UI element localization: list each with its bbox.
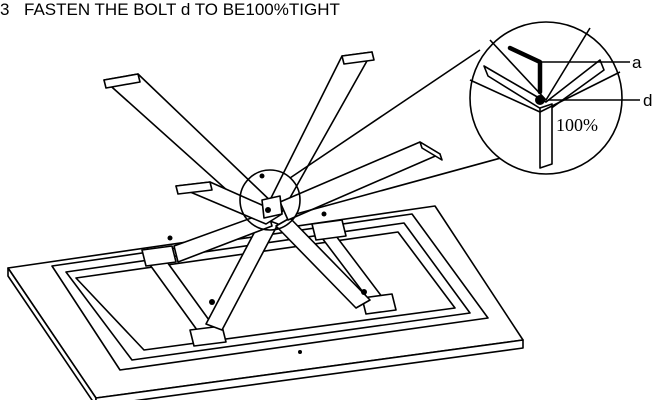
leg-upper-right [279, 141, 443, 221]
zoom-circle [239, 169, 301, 231]
instruction-text: FASTEN THE BOLT d TO BE100%TIGHT [24, 0, 340, 19]
callout-lines [289, 49, 531, 215]
small-bolts [167, 173, 367, 354]
leg-lower-left-2 [173, 211, 273, 263]
leg-lower-left [205, 217, 279, 331]
label-d: d [643, 91, 652, 110]
hub-connector [261, 195, 283, 219]
bracket-left-top [141, 245, 177, 267]
bracket-left-bottom [189, 325, 227, 347]
bracket-right-top [311, 219, 347, 241]
bracket-right-bottom [361, 293, 397, 315]
tightness-label: 100% [556, 115, 598, 135]
detail-callout-circle [469, 21, 623, 175]
step-number: 3 [0, 0, 9, 19]
allen-key-icon [507, 45, 543, 95]
leg-lower-right [275, 217, 371, 309]
bolt-icon [535, 95, 545, 105]
label-a: a [632, 53, 642, 72]
leg-upper-left [103, 73, 279, 219]
